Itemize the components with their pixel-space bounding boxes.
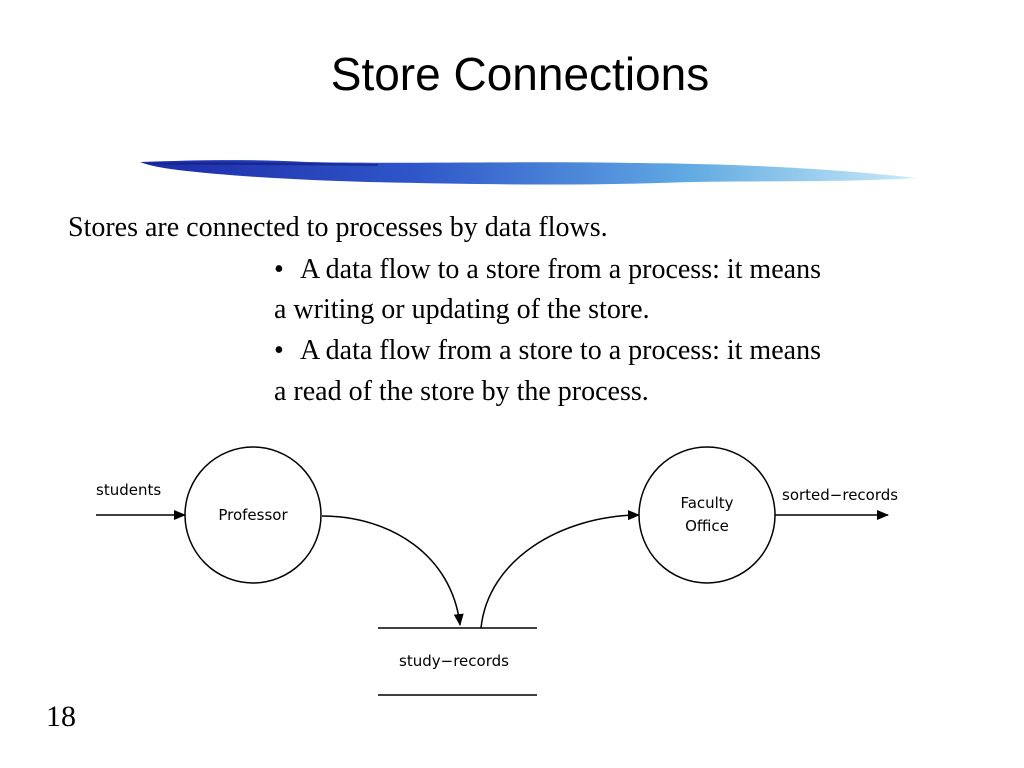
read-flow-arrow [480,510,640,629]
bullet-1-text: A data flow to a store from a process: i… [300,254,821,285]
write-flow-arrow [321,515,464,626]
bullet-2-text: A data flow from a store to a process: i… [300,335,821,366]
bullet-mark: • [274,254,284,285]
faculty-office-label-line-1: Faculty [680,494,733,512]
data-flow-diagram: students Professor study−records Faculty… [96,446,898,696]
professor-process [184,446,322,584]
bullet-2-line-1: • A data flow from a store to a process: … [274,334,821,368]
bullet-1-line-2: a writing or updating of the store. [274,294,650,325]
bullet-mark: • [274,335,284,366]
sorted-records-flow-label: sorted−records [782,486,898,504]
students-flow-label: students [96,481,161,499]
study-records-store-label: study−records [399,652,509,670]
faculty-office-process [638,446,776,584]
bullet-2-line-2: a read of the store by the process. [274,376,649,407]
faculty-office-label-line-2: Office [685,517,729,535]
page-number: 18 [46,700,76,733]
slide-title: Store Connections [330,48,710,100]
title-underline-brushstroke [140,160,916,185]
bullet-1-line-1: • A data flow to a store from a process: … [274,253,821,287]
intro-text: Stores are connected to processes by dat… [68,212,608,243]
professor-process-label: Professor [218,506,288,524]
